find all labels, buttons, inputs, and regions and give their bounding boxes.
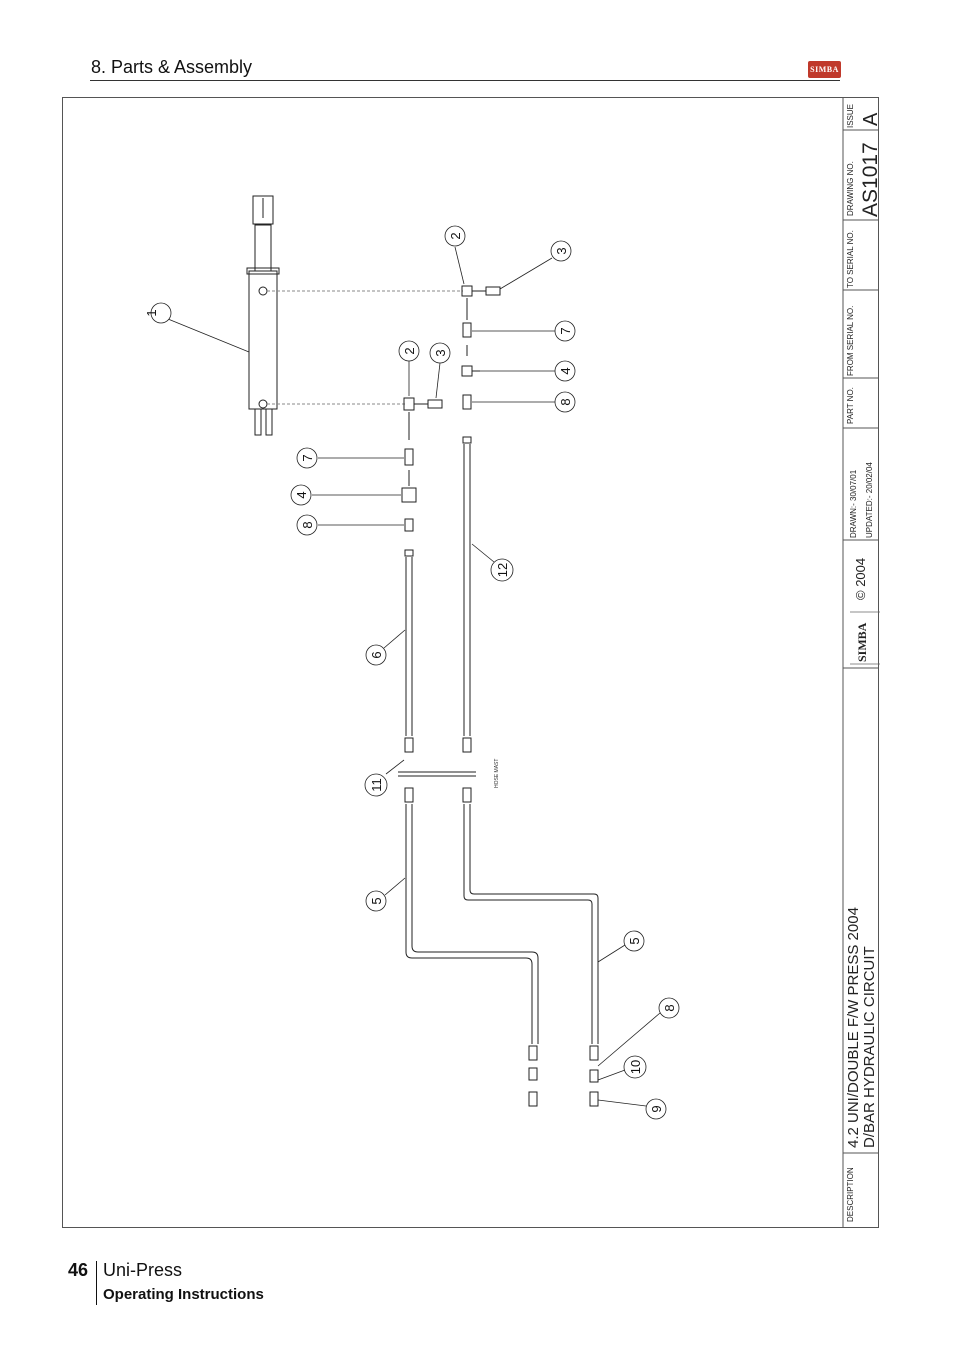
balloon-label: 8 — [300, 521, 315, 528]
balloon-label: 4 — [294, 491, 309, 498]
drawn-date: DRAWN:- 30/07/01 — [849, 469, 858, 538]
balloon-label: 2 — [402, 347, 417, 354]
balloon-label: 6 — [369, 651, 384, 658]
issue-label: ISSUE — [846, 104, 855, 128]
header-divider — [90, 80, 840, 81]
drawing-frame — [62, 97, 879, 1228]
callouts — [150, 225, 680, 1120]
hose-mast-annotation: HOSE MAST — [494, 759, 500, 788]
simba-logo-text: SIMBA — [810, 65, 839, 74]
hidden-lines — [267, 290, 463, 405]
balloon-label: 9 — [649, 1105, 664, 1112]
balloon-label: 5 — [369, 897, 384, 904]
product-name: Uni-Press — [103, 1260, 183, 1280]
balloon-label: 1 — [144, 309, 159, 316]
simba-logo: SIMBA — [808, 61, 841, 78]
right-fitting-chain — [461, 285, 599, 1107]
simba-brand-lines — [850, 611, 880, 665]
left-fitting-chain — [401, 397, 539, 1107]
balloon-label: 8 — [662, 1004, 677, 1011]
copyright-text: © 2004 — [853, 558, 868, 600]
drawing-no-label: DRAWING NO. — [846, 161, 855, 216]
balloon-label: 11 — [369, 778, 384, 792]
issue-value: A — [860, 112, 882, 126]
from-serial-label: FROM SERIAL NO. — [846, 306, 855, 376]
balloon-label: 7 — [300, 454, 315, 461]
callout-labels: 1 2 3 7 4 8 2 3 7 4 8 12 6 11 5 5 8 10 9 — [144, 232, 677, 1112]
balloon-label: 2 — [448, 232, 463, 239]
title-block — [842, 97, 879, 1228]
balloon-label: 10 — [628, 1060, 643, 1074]
bulkhead-plate — [398, 771, 476, 777]
footer-divider — [96, 1261, 97, 1305]
balloon-label: 3 — [433, 349, 448, 356]
page-number: 46 — [68, 1260, 89, 1280]
description-label: DESCRIPTION — [846, 1167, 855, 1222]
document-subtitle: Operating Instructions — [103, 1286, 264, 1303]
to-serial-label: TO SERIAL NO. — [846, 230, 855, 288]
part-no-label: PART NO. — [846, 387, 855, 424]
balloon-label: 5 — [627, 937, 642, 944]
balloon-label: 12 — [495, 563, 510, 577]
updated-date: UPDATED:- 20/02/04 — [865, 462, 874, 538]
hydraulic-cylinder — [246, 195, 280, 436]
page-section-title: 8. Parts & Assembly — [91, 57, 253, 77]
description-line-2: D/BAR HYDRAULIC CIRCUIT — [861, 946, 878, 1148]
drawing-no-value: AS1017 — [859, 142, 882, 217]
description-line-1: 4.2 UNI/DOUBLE F/W PRESS 2004 — [845, 907, 862, 1148]
balloon-label: 3 — [554, 247, 569, 254]
simba-brand-text: SIMBA — [855, 622, 869, 662]
balloon-label: 8 — [558, 398, 573, 405]
balloon-label: 7 — [558, 327, 573, 334]
balloon-label: 4 — [558, 367, 573, 374]
